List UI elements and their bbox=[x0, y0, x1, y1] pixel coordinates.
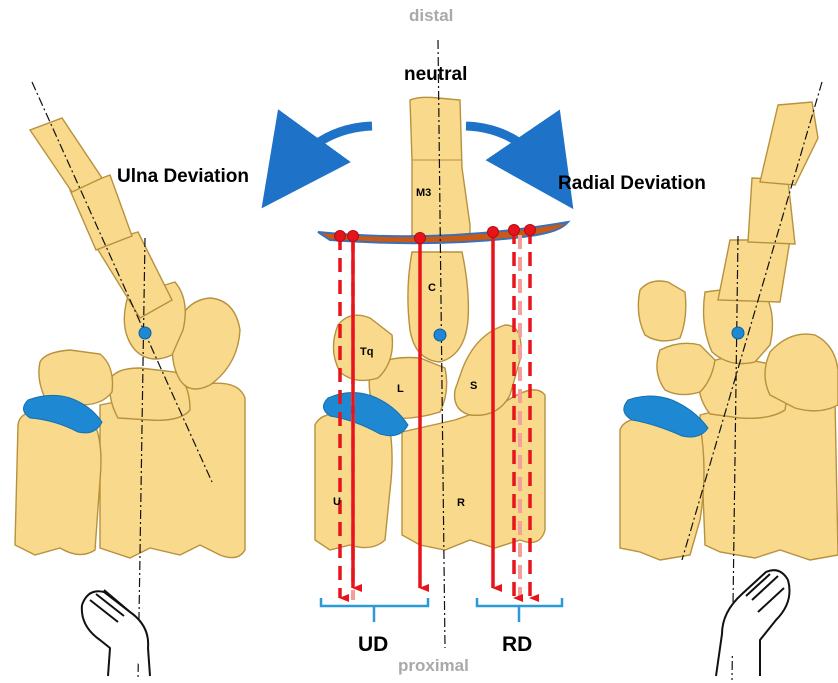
rd-bracket bbox=[477, 598, 562, 622]
distal-label: distal bbox=[409, 6, 453, 26]
r-bone-label: R bbox=[457, 497, 465, 509]
center-wrist-neutral bbox=[315, 97, 545, 550]
l-bone-label: L bbox=[397, 383, 404, 395]
right-rotation-center bbox=[732, 327, 744, 339]
left-rotation-center bbox=[139, 327, 151, 339]
left-distal-phalanx bbox=[30, 118, 102, 192]
tq-bone-label: Tq bbox=[360, 346, 373, 358]
right-proximal-phalanx bbox=[748, 178, 795, 244]
right-metacarpal-bone bbox=[718, 240, 790, 302]
proximal-label: proximal bbox=[398, 656, 469, 676]
right-wrist-radial-deviation bbox=[620, 102, 838, 560]
c-bone-label: C bbox=[428, 282, 436, 294]
right-pisiform-bone bbox=[638, 281, 685, 341]
ud-label: UD bbox=[358, 633, 388, 657]
center-rotation-center bbox=[434, 329, 446, 341]
right-ulna-bone bbox=[620, 418, 704, 561]
u-bone-label: U bbox=[333, 496, 341, 508]
curved-arrow-right-icon bbox=[466, 126, 548, 172]
s-bone-label: S bbox=[470, 380, 477, 392]
curved-arrow-left-icon bbox=[288, 126, 372, 172]
ud-bracket bbox=[321, 598, 428, 622]
right-distal-phalanx bbox=[760, 102, 818, 185]
center-capitate-bone bbox=[408, 252, 468, 362]
m3-bone-label: M3 bbox=[416, 187, 431, 199]
rd-label: RD bbox=[502, 633, 532, 657]
radial-deviation-label: Radial Deviation bbox=[558, 173, 706, 195]
hand-right-icon bbox=[716, 570, 790, 676]
ulna-deviation-label: Ulna Deviation bbox=[117, 166, 249, 188]
neutral-label: neutral bbox=[404, 64, 467, 86]
